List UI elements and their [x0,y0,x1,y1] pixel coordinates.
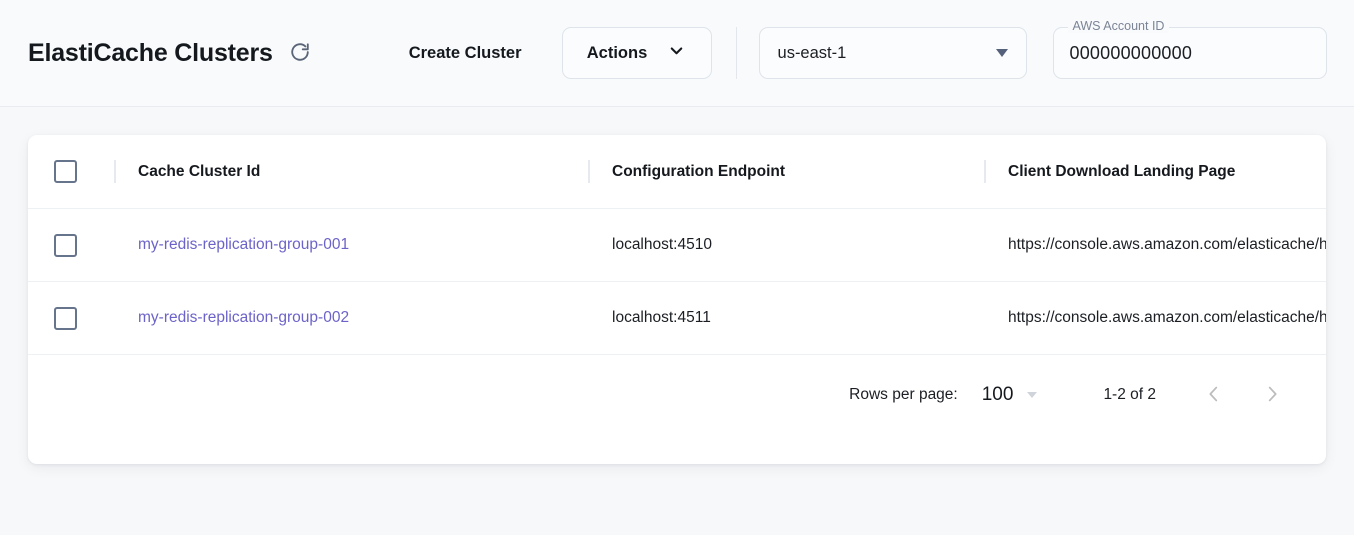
row-select-cell [54,233,114,257]
aws-account-id-label: AWS Account ID [1067,20,1170,33]
column-separator [984,234,986,257]
create-cluster-button[interactable]: Create Cluster [403,36,528,71]
aws-account-id-value: 000000000000 [1069,42,1193,63]
column-separator [984,160,986,183]
table-header-row: Cache Cluster Id Configuration Endpoint … [28,135,1326,209]
chevron-left-icon [1203,383,1225,408]
table-row[interactable]: my-redis-replication-group-001 localhost… [28,209,1326,282]
triangle-down-icon [1027,392,1038,398]
row-checkbox[interactable] [54,233,77,257]
content-area: Cache Cluster Id Configuration Endpoint … [0,107,1354,492]
region-select[interactable]: us-east-1 [758,27,1027,79]
column-separator [114,307,116,330]
chevron-right-icon [1261,383,1283,408]
rows-per-page-select[interactable]: 100 [982,384,1038,406]
header-divider [735,27,737,79]
column-header-configuration-endpoint[interactable]: Configuration Endpoint [612,162,786,180]
row-select-cell [54,306,114,330]
column-header-client-download-landing-page[interactable]: Client Download Landing Page [1008,162,1236,180]
column-header-cache-cluster-id[interactable]: Cache Cluster Id [138,162,261,180]
previous-page-button[interactable] [1194,375,1234,415]
cell-client-download-landing-page: https://console.aws.amazon.com/elasticac… [1008,236,1326,253]
cell-cache-cluster-id[interactable]: my-redis-replication-group-002 [138,309,350,326]
clusters-card: Cache Cluster Id Configuration Endpoint … [28,135,1326,464]
cell-client-download-landing-page: https://console.aws.amazon.com/elasticac… [1008,309,1326,326]
next-page-button[interactable] [1252,375,1292,415]
rows-per-page-value: 100 [981,384,1014,405]
column-separator [114,160,116,183]
select-all-cell [54,160,114,183]
cell-configuration-endpoint: localhost:4510 [612,236,712,253]
pagination-range-label: 1-2 of 2 [1103,386,1156,403]
select-all-checkbox[interactable] [54,160,77,183]
refresh-button[interactable] [287,40,313,66]
column-separator [114,234,116,257]
aws-account-id-field[interactable]: AWS Account ID 000000000000 [1052,20,1327,79]
page-title: ElastiCache Clusters [28,38,273,67]
actions-button[interactable]: Actions [561,27,712,79]
row-checkbox[interactable] [54,306,77,330]
region-select-value: us-east-1 [777,43,847,62]
cell-cache-cluster-id[interactable]: my-redis-replication-group-001 [138,236,350,253]
column-separator [984,307,986,330]
column-separator [588,234,590,257]
refresh-icon [289,41,311,66]
chevron-down-icon [667,41,686,65]
table-row[interactable]: my-redis-replication-group-002 localhost… [28,282,1326,355]
actions-button-label: Actions [586,43,648,62]
app-header: ElastiCache Clusters Create Cluster Acti… [0,0,1354,107]
cell-configuration-endpoint: localhost:4511 [612,309,711,326]
column-separator [588,307,590,330]
pagination-bar: Rows per page: 100 1-2 of 2 [28,355,1326,435]
title-group: ElastiCache Clusters [28,39,313,68]
triangle-down-icon [995,49,1008,57]
column-separator [588,160,590,183]
rows-per-page-label: Rows per page: [849,386,958,403]
